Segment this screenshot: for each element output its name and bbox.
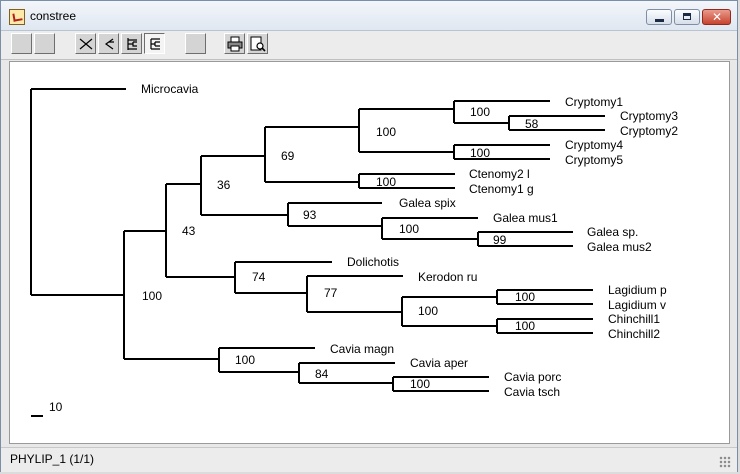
taxon-label: Cryptomy5 bbox=[565, 153, 623, 167]
taxon-label: Cryptomy2 bbox=[620, 124, 678, 138]
window-title: constree bbox=[30, 9, 77, 23]
phylogenetic-tree: MicrocaviaCryptomy1Cryptomy3Cryptomy2Cry… bbox=[30, 82, 678, 417]
taxon-label: Galea mus2 bbox=[587, 240, 652, 254]
taxon-label: Cryptomy3 bbox=[620, 109, 678, 123]
support-value-label: 100 bbox=[399, 222, 419, 236]
support-value-label: 99 bbox=[493, 233, 507, 247]
printer-icon bbox=[227, 36, 243, 52]
resize-grip-icon[interactable] bbox=[719, 456, 731, 468]
radial-tree-icon bbox=[104, 38, 114, 50]
taxon-label: Kerodon ru bbox=[418, 270, 477, 284]
taxon-label: Lagidium p bbox=[608, 283, 667, 297]
taxon-label: Microcavia bbox=[141, 82, 199, 96]
support-value-label: 100 bbox=[376, 175, 396, 189]
support-value-label: 100 bbox=[376, 125, 396, 139]
taxon-label: Cavia tsch bbox=[504, 385, 560, 399]
unrooted-tree-icon bbox=[79, 38, 93, 50]
blank-button-3[interactable] bbox=[185, 33, 206, 54]
support-value-label: 69 bbox=[281, 149, 295, 163]
support-value-label: 100 bbox=[470, 105, 490, 119]
close-button[interactable]: ✕ bbox=[702, 9, 731, 25]
support-value-label: 100 bbox=[418, 304, 438, 318]
taxon-label: Dolichotis bbox=[347, 255, 399, 269]
support-value-label: 100 bbox=[470, 146, 490, 160]
support-value-label: 58 bbox=[525, 117, 539, 131]
taxon-label: Lagidium v bbox=[608, 298, 666, 312]
taxon-label: Galea spix bbox=[399, 196, 456, 210]
support-value-label: 100 bbox=[515, 290, 535, 304]
minimize-button[interactable] bbox=[646, 9, 672, 25]
toolbar bbox=[1, 31, 737, 60]
taxon-label: Cavia aper bbox=[410, 356, 468, 370]
support-value-label: 84 bbox=[315, 367, 329, 381]
taxon-label: Galea sp. bbox=[587, 225, 638, 239]
support-value-label: 74 bbox=[252, 270, 266, 284]
blank-button-2[interactable] bbox=[34, 33, 55, 54]
support-value-label: 93 bbox=[303, 208, 317, 222]
print-preview-button[interactable] bbox=[247, 33, 268, 54]
support-value-label: 100 bbox=[515, 319, 535, 333]
support-value-label: 100 bbox=[235, 353, 255, 367]
print-preview-icon bbox=[250, 36, 266, 52]
minimize-icon bbox=[655, 19, 664, 22]
maximize-button[interactable] bbox=[674, 9, 700, 25]
support-value-label: 36 bbox=[217, 178, 231, 192]
slanted-tree-icon bbox=[127, 38, 137, 50]
blank-button-1[interactable] bbox=[11, 33, 32, 54]
taxon-label: Galea mus1 bbox=[493, 211, 558, 225]
taxon-label: Cryptomy1 bbox=[565, 95, 623, 109]
app-icon[interactable] bbox=[9, 9, 25, 25]
taxon-label: Chinchill1 bbox=[608, 312, 660, 326]
taxon-label: Chinchill2 bbox=[608, 327, 660, 341]
close-icon: ✕ bbox=[712, 10, 723, 24]
support-value-label: 100 bbox=[142, 289, 162, 303]
rectangular-tree-button[interactable] bbox=[144, 33, 165, 54]
rectangular-tree-icon bbox=[150, 38, 160, 50]
taxon-label: Cryptomy4 bbox=[565, 138, 623, 152]
print-button[interactable] bbox=[224, 33, 245, 54]
support-value-label: 100 bbox=[410, 377, 430, 391]
maximize-icon bbox=[683, 13, 691, 20]
slanted-tree-button[interactable] bbox=[121, 33, 142, 54]
taxon-label: Ctenomy2 l bbox=[469, 167, 530, 181]
unrooted-tree-button[interactable] bbox=[75, 33, 96, 54]
taxon-label: Cavia porc bbox=[504, 370, 561, 384]
status-bar: PHYLIP_1 (1/1) bbox=[1, 447, 737, 472]
scale-bar-label: 10 bbox=[49, 400, 63, 414]
taxon-label: Cavia magn bbox=[330, 342, 394, 356]
radial-tree-button[interactable] bbox=[98, 33, 119, 54]
support-value-label: 77 bbox=[324, 286, 338, 300]
title-bar[interactable]: constree ✕ bbox=[1, 1, 737, 31]
status-text: PHYLIP_1 (1/1) bbox=[10, 452, 95, 466]
support-value-label: 43 bbox=[182, 224, 196, 238]
taxon-label: Ctenomy1 g bbox=[469, 182, 534, 196]
